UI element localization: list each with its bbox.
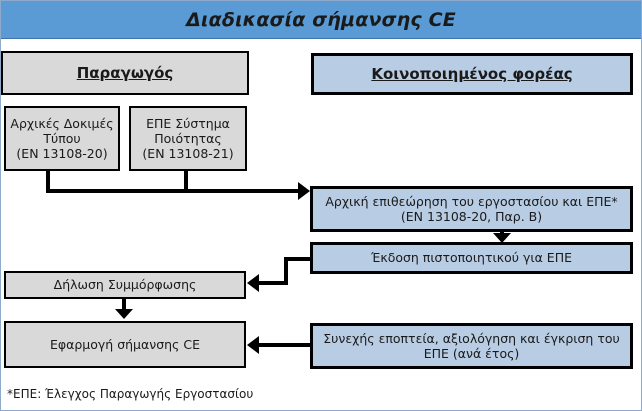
connector-certificate-drop [284,257,288,285]
box-initial-type-testing: Αρχικές Δοκιμές Τύπου (EN 13108-20) [4,106,120,171]
column-header-producer: Παραγωγός [1,51,249,95]
line-1: Αρχική επιθεώρηση του εργοστασίου και ΕΠ… [325,193,618,209]
line-1: Έκδοση πιστοποιητικού για ΕΠΕ [371,250,572,266]
line-1: ΕΠΕ Σύστημα [146,115,230,131]
box-text: Έκδοση πιστοποιητικού για ΕΠΕ [371,250,572,265]
connector-declaration-to-ce [122,299,126,311]
arrowhead-down-icon [493,233,511,243]
notified-body-label: Κοινοποιημένος φορέας [371,64,573,83]
connector-surveillance-to-ce [259,343,310,347]
arrowhead-left-icon [247,336,259,354]
box-declaration-of-conformity: Δήλωση Συμμόρφωσης [4,271,246,299]
connector-certificate-exit [284,257,310,261]
arrowhead-right-icon [298,182,310,200]
line-2: Τύπου [43,130,81,146]
footnote-text: *ΕΠΕ: Έλεγχος Παραγωγής Εργοστασίου [7,387,254,401]
box-text: Δήλωση Συμμόρφωσης [53,277,197,293]
arrowhead-left-icon [247,274,259,292]
box-text: Αρχική επιθεώρηση του εργοστασίου και ΕΠ… [325,194,617,225]
producer-label: Παραγωγός [76,63,174,82]
column-header-notified-body: Κοινοποιημένος φορέας [311,53,633,95]
line-1: Αρχικές Δοκιμές [10,115,114,131]
line-1: Συνεχής εποπτεία, αξιολόγηση και έγκριση… [323,330,620,346]
box-text: ΕΠΕ Σύστημα Ποιότητας (EN 13108-21) [142,116,233,162]
line-2: Ποιότητας [154,130,222,146]
connector-certificate-to-declaration [259,281,288,285]
line-3: (EN 13108-20) [16,146,108,162]
page-title: Διαδικασία σήμανσης CE [186,8,456,31]
arrowhead-down-icon [115,309,133,319]
box-text: Εφαρμογή σήμανσης CE [49,336,200,352]
box-certificate-issue: Έκδοση πιστοποιητικού για ΕΠΕ [310,242,633,274]
line-2: ΕΠΕ (ανά έτος) [423,346,520,361]
box-text: Συνεχής εποπτεία, αξιολόγηση και έγκριση… [323,331,619,362]
connector-fpc-stub [184,171,188,193]
box-continuous-surveillance: Συνεχής εποπτεία, αξιολόγηση και έγκριση… [310,323,633,369]
connector-producer-to-initial-inspection [46,189,301,193]
connector-itt-stub [46,171,50,193]
diagram-title-bar: Διαδικασία σήμανσης CE [1,1,641,39]
box-apply-ce-marking: Εφαρμογή σήμανσης CE [4,321,246,368]
box-text: Αρχικές Δοκιμές Τύπου (EN 13108-20) [10,116,113,162]
box-fpc-quality-system: ΕΠΕ Σύστημα Ποιότητας (EN 13108-21) [129,106,247,171]
box-initial-inspection: Αρχική επιθεώρηση του εργοστασίου και ΕΠ… [310,186,633,232]
line-2: (EN 13108-20, Παρ. Β) [400,209,543,224]
line-3: (EN 13108-21) [142,146,234,162]
